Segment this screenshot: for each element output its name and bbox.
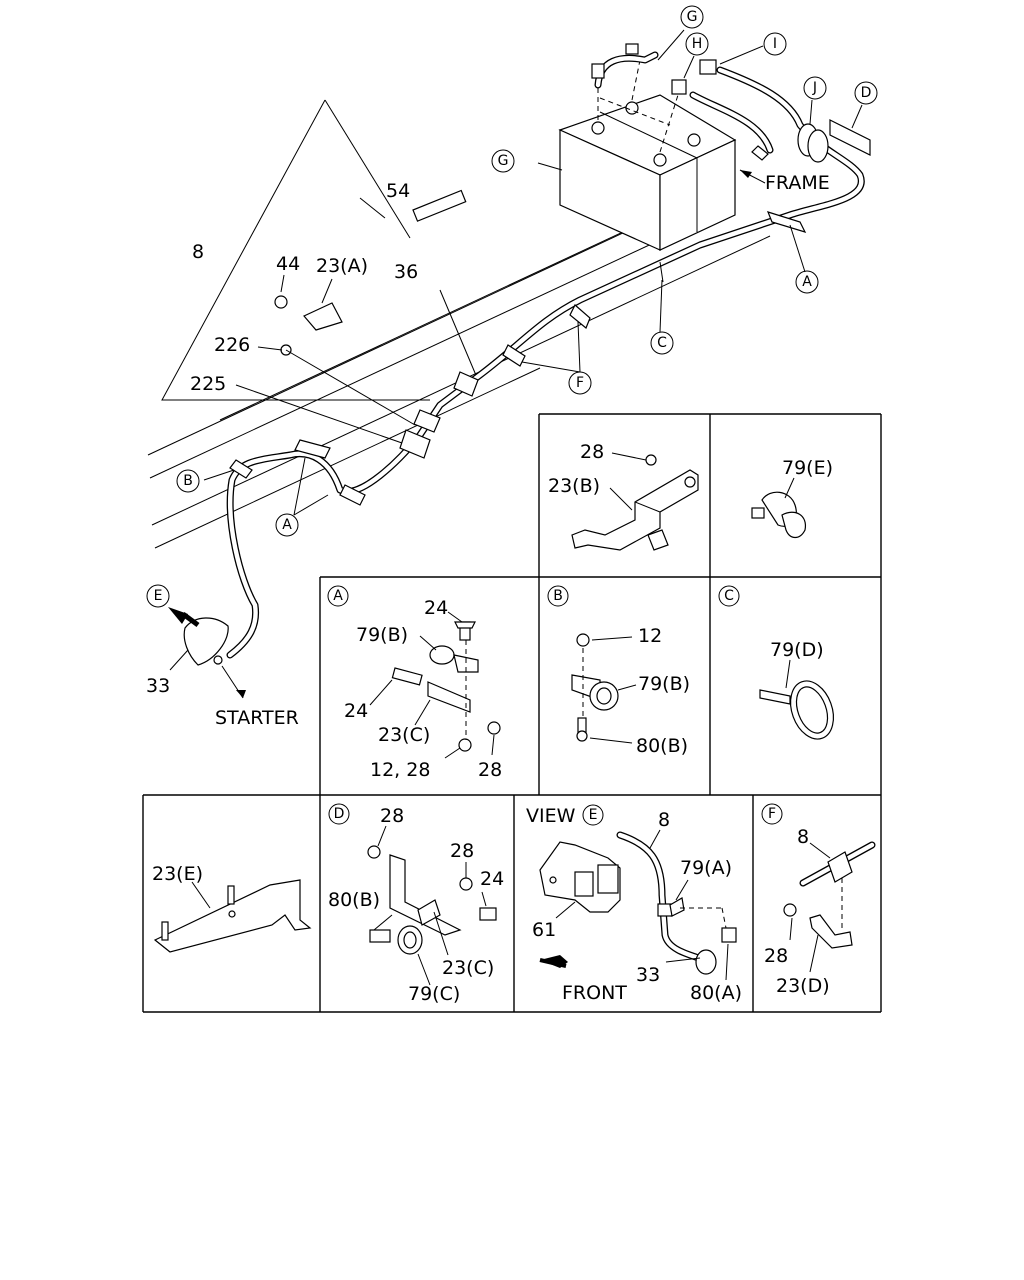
main-callouts: G H I J D G A C F B A E <box>146 5 878 608</box>
label-starter: STARTER <box>215 707 299 729</box>
svg-text:F: F <box>576 375 584 391</box>
svg-text:G: G <box>498 153 509 169</box>
label-12: 12 <box>638 625 662 647</box>
leader-lines <box>169 29 863 671</box>
label-79b: 79(B) <box>638 673 690 695</box>
label-23c: 23(C) <box>378 724 430 746</box>
svg-text:D: D <box>861 85 872 101</box>
label-frame: FRAME <box>765 172 830 194</box>
main-labels: 54 8 44 23(A) 36 226 225 33 STARTER FRAM… <box>146 172 830 729</box>
label-28: 28 <box>478 759 502 781</box>
svg-text:B: B <box>183 473 193 489</box>
label-view: VIEW <box>526 805 576 827</box>
panel-a: A 24 79(B) 24 23(C) 12, 28 28 <box>327 585 502 781</box>
panel-bracket-23b: 28 23(B) <box>548 441 699 551</box>
battery-cables <box>226 43 871 659</box>
svg-text:A: A <box>282 517 292 533</box>
label-80a: 80(A) <box>690 982 742 1004</box>
panel-b: B 12 79(B) 80(B) <box>547 585 690 757</box>
label-79d: 79(D) <box>770 639 824 661</box>
label-12-28: 12, 28 <box>370 759 430 781</box>
panel-c: C 79(D) <box>718 585 835 740</box>
battery <box>558 59 737 251</box>
explode-triangle <box>161 99 479 401</box>
svg-text:H: H <box>692 36 703 52</box>
detail-grid-lines <box>142 413 882 1013</box>
label-61: 61 <box>532 919 556 941</box>
panel-clip-79e: 79(E) <box>751 457 833 539</box>
label-23e: 23(E) <box>152 863 203 885</box>
callout-d: D <box>854 81 878 105</box>
label-44: 44 <box>276 253 300 275</box>
label-24: 24 <box>480 868 504 890</box>
callout-j: J <box>803 76 827 100</box>
svg-text:J: J <box>812 80 817 96</box>
label-54: 54 <box>386 180 410 202</box>
label-79e: 79(E) <box>782 457 833 479</box>
label-79b: 79(B) <box>356 624 408 646</box>
panel-c-letter: C <box>724 588 734 604</box>
label-36: 36 <box>394 261 418 283</box>
callout-b: B <box>176 469 200 493</box>
callout-h: H <box>685 32 709 56</box>
label-80b: 80(B) <box>636 735 688 757</box>
label-79c: 79(C) <box>408 983 460 1005</box>
label-8: 8 <box>797 826 809 848</box>
svg-text:A: A <box>802 274 812 290</box>
label-front: FRONT <box>562 982 627 1004</box>
label-33: 33 <box>636 964 660 986</box>
callout-e: E <box>146 584 170 608</box>
callout-i: I <box>763 32 787 56</box>
panel-e-letter: E <box>589 807 598 823</box>
panel-f: F 8 28 23(D) <box>761 803 876 997</box>
svg-text:E: E <box>154 588 163 604</box>
label-24-left: 24 <box>344 700 368 722</box>
svg-text:C: C <box>657 335 667 351</box>
label-24-top: 24 <box>424 597 448 619</box>
svg-text:G: G <box>687 9 698 25</box>
label-80b: 80(B) <box>328 889 380 911</box>
panel-d: D 28 28 24 80(B) 23(C) 79(C) <box>328 803 504 1005</box>
label-225: 225 <box>190 373 226 395</box>
label-28: 28 <box>764 945 788 967</box>
panel-b-letter: B <box>553 588 563 604</box>
panel-a-letter: A <box>333 588 343 604</box>
label-23c: 23(C) <box>442 957 494 979</box>
label-28: 28 <box>580 441 604 463</box>
harness-clamps <box>168 169 807 699</box>
label-23d: 23(D) <box>776 975 830 997</box>
label-8: 8 <box>192 241 204 263</box>
callout-f: F <box>568 371 592 395</box>
svg-text:I: I <box>773 36 777 52</box>
main-assembly: 54 8 44 23(A) 36 226 225 33 STARTER FRAM… <box>146 5 878 729</box>
triangle-parts <box>274 189 467 356</box>
label-28-mid: 28 <box>450 840 474 862</box>
label-23a: 23(A) <box>316 255 368 277</box>
panel-d-letter: D <box>334 806 345 822</box>
panel-e: VIEW E 8 79(A) 61 33 80(A) FRONT <box>526 804 742 1004</box>
label-23b: 23(B) <box>548 475 600 497</box>
callout-g-top: G <box>680 5 704 29</box>
callout-a-left: A <box>275 513 299 537</box>
panel-f-letter: F <box>768 806 776 822</box>
label-8: 8 <box>658 809 670 831</box>
panel-bracket-23e: 23(E) <box>152 863 312 953</box>
label-28-top: 28 <box>380 805 404 827</box>
callout-c: C <box>650 331 674 355</box>
label-79a: 79(A) <box>680 857 732 879</box>
label-33: 33 <box>146 675 170 697</box>
label-226: 226 <box>214 334 250 356</box>
callout-g-left: G <box>491 149 515 173</box>
callout-a-right: A <box>795 270 819 294</box>
